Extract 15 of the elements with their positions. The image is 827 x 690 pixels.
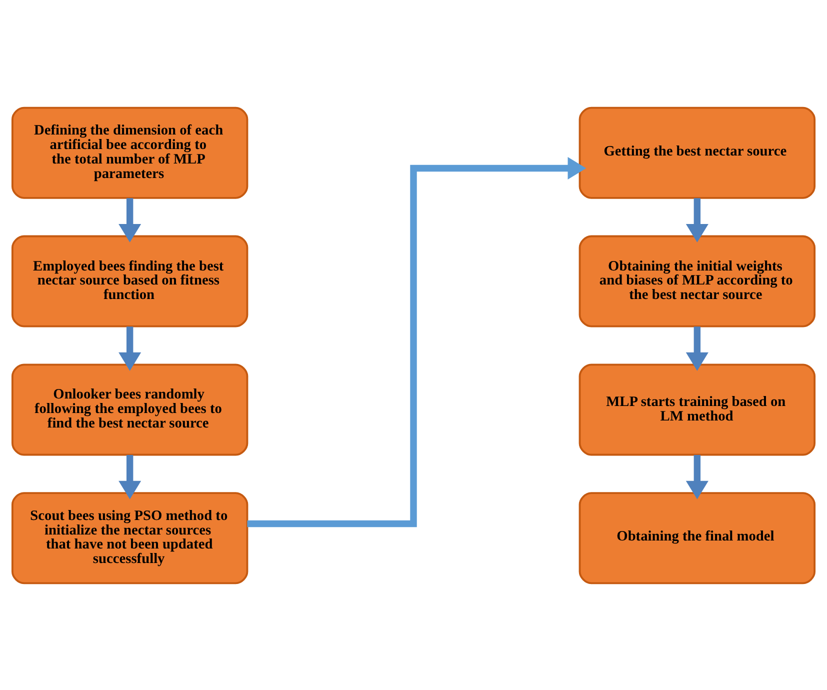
- node-box: Employed bees finding the best nectar source based on fitness function: [11, 234, 248, 327]
- node-box: Scout bees using PSO method to initialize the nectar sources that have not been updated successfully: [11, 492, 248, 584]
- node-box: Onlooker bees randomly following the employed bees to find the best nectar source: [11, 363, 248, 456]
- arrow: [686, 454, 708, 499]
- node-box: MLP starts training based on LM method: [578, 363, 816, 456]
- node-box: Obtaining the initial weights and biases of MLP according to the best nectar source: [578, 234, 816, 327]
- node-box: Getting the best nectar source: [578, 106, 816, 198]
- arrow: [118, 198, 142, 242]
- node-box: Defining the dimension of each artificial bee according to the total number of MLP parameters: [11, 106, 248, 198]
- arrow: [686, 198, 708, 242]
- arrow: [118, 454, 142, 499]
- arrow: [686, 326, 708, 370]
- node-box: Obtaining the final model: [578, 492, 816, 584]
- arrow: [247, 156, 586, 527]
- arrow: [118, 326, 142, 370]
